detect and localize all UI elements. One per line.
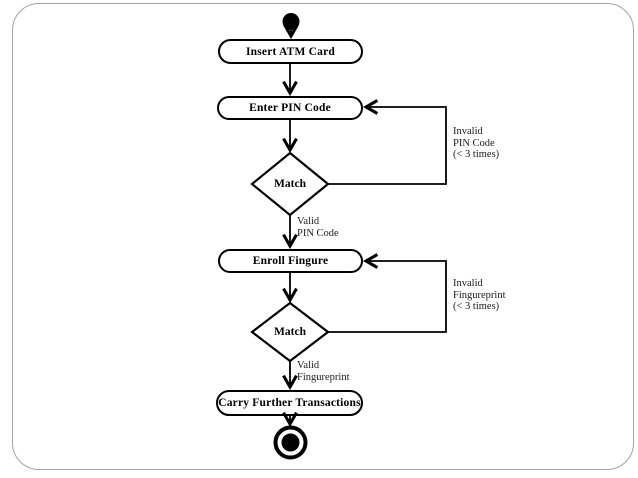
edge-label-valid-pin: Valid PIN Code (297, 216, 339, 239)
edge-label-valid-fingureprint: Valid Fingureprint (297, 360, 350, 383)
action-node-carry-further-transactions: Carry Further Transactions (216, 390, 363, 416)
action-node-insert-atm-card: Insert ATM Card (218, 39, 363, 64)
decision-label-match-pin: Match (274, 178, 306, 190)
action-node-enroll-fingure: Enroll Fingure (218, 249, 363, 273)
edge-label-invalid-pin: Invalid PIN Code (< 3 times) (453, 126, 500, 160)
action-node-enter-pin-code: Enter PIN Code (217, 96, 363, 120)
decision-label-match-fingure: Match (274, 326, 306, 338)
edge-label-invalid-fingureprint: Invalid Fingureprint (< 3 times) (453, 278, 506, 312)
